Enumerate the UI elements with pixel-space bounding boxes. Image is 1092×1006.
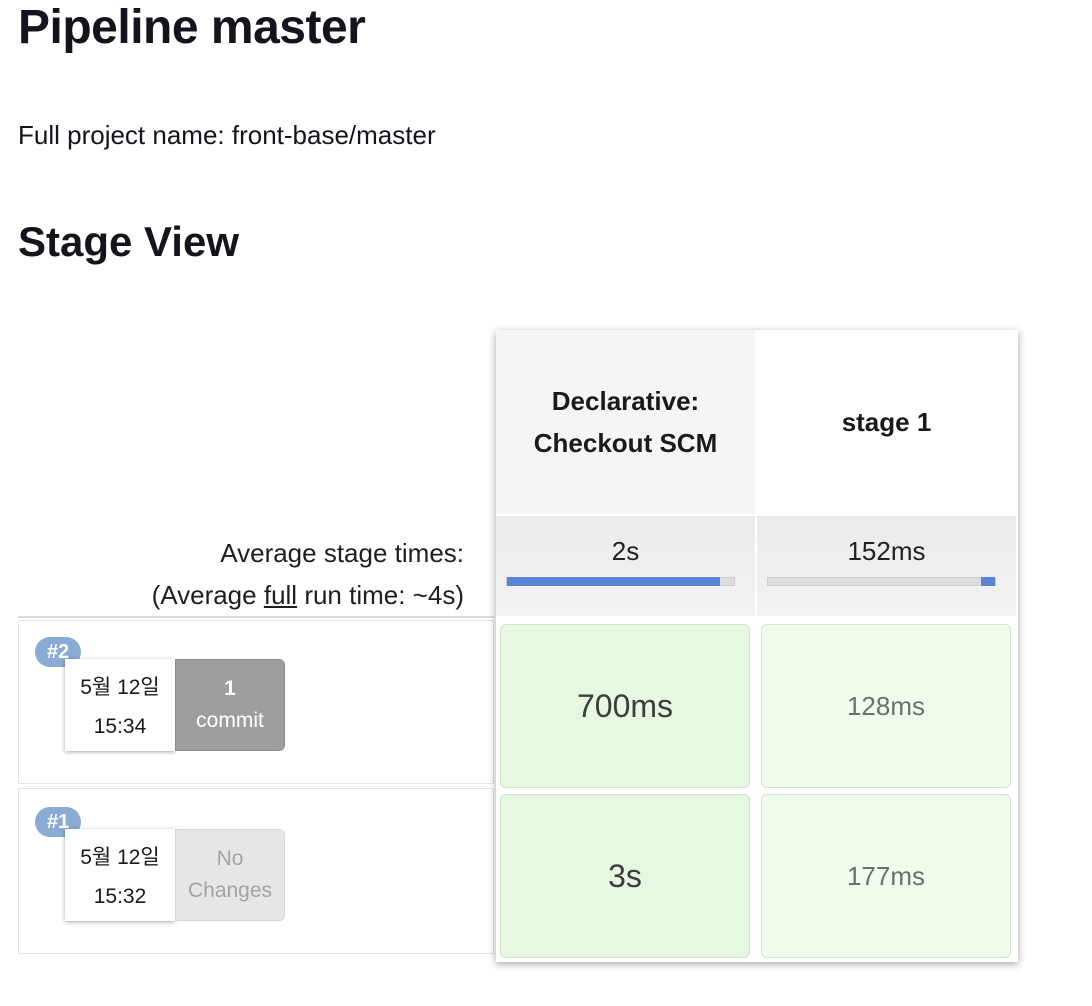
build-badge[interactable]: #2 — [35, 637, 82, 667]
full-run-link[interactable]: full — [263, 580, 298, 610]
average-run-prefix: (Average — [151, 580, 264, 610]
build-badge[interactable]: #1 — [35, 807, 82, 837]
run-date-box: 5월 12일 15:34 — [65, 659, 175, 751]
commit-label: commit — [196, 709, 264, 732]
run-row-1: #1 5월 12일 15:32 No Changes — [18, 788, 494, 954]
full-project-name: Full project name: front-base/master — [18, 120, 436, 150]
changes-commit-button[interactable]: 1 commit — [175, 659, 285, 751]
avg-row-divider — [18, 616, 494, 618]
run-time: 15:34 — [93, 715, 147, 738]
run-date: 5월 12일 — [80, 676, 160, 699]
stage-average-progress-bar — [767, 577, 996, 586]
page-title: Pipeline master — [18, 1, 366, 54]
stage-cell-success[interactable]: 177ms — [761, 794, 1011, 958]
stage-cell-success[interactable]: 700ms — [500, 624, 750, 788]
progress-fill — [507, 577, 721, 586]
stage-view-grid: Declarative: Checkout SCM stage 1 2s 152… — [496, 330, 1018, 962]
average-run-suffix: run time: ~4s) — [297, 580, 464, 610]
stage-average-checkout: 2s — [496, 516, 755, 616]
stage-average-progress-bar — [506, 577, 735, 586]
average-stage-times-label: Average stage times: (Average full run t… — [152, 532, 464, 616]
run-time: 15:32 — [93, 885, 147, 908]
stage-cell-success[interactable]: 3s — [500, 794, 750, 958]
stage-view-title: Stage View — [18, 218, 239, 265]
average-run-time-text: (Average full run time: ~4s) — [152, 574, 464, 616]
run-date-box: 5월 12일 15:32 — [65, 829, 175, 921]
stage-average-time: 2s — [611, 536, 640, 566]
stage-header-stage1: stage 1 — [757, 330, 1016, 514]
stage-header-checkout: Declarative: Checkout SCM — [496, 330, 755, 514]
run-row-2: #2 5월 12일 15:34 1 commit — [18, 620, 494, 784]
no-changes-line1: No — [216, 847, 244, 870]
stage-average-stage1: 152ms — [757, 516, 1016, 616]
stage-cell-success[interactable]: 128ms — [761, 624, 1011, 788]
progress-fill — [981, 577, 995, 586]
no-changes-box: No Changes — [175, 829, 285, 921]
no-changes-line2: Changes — [187, 879, 273, 902]
run-date: 5월 12일 — [80, 846, 160, 869]
average-stage-times-text: Average stage times: — [220, 538, 464, 568]
stage-average-time: 152ms — [847, 536, 926, 566]
commit-count: 1 — [224, 677, 236, 700]
